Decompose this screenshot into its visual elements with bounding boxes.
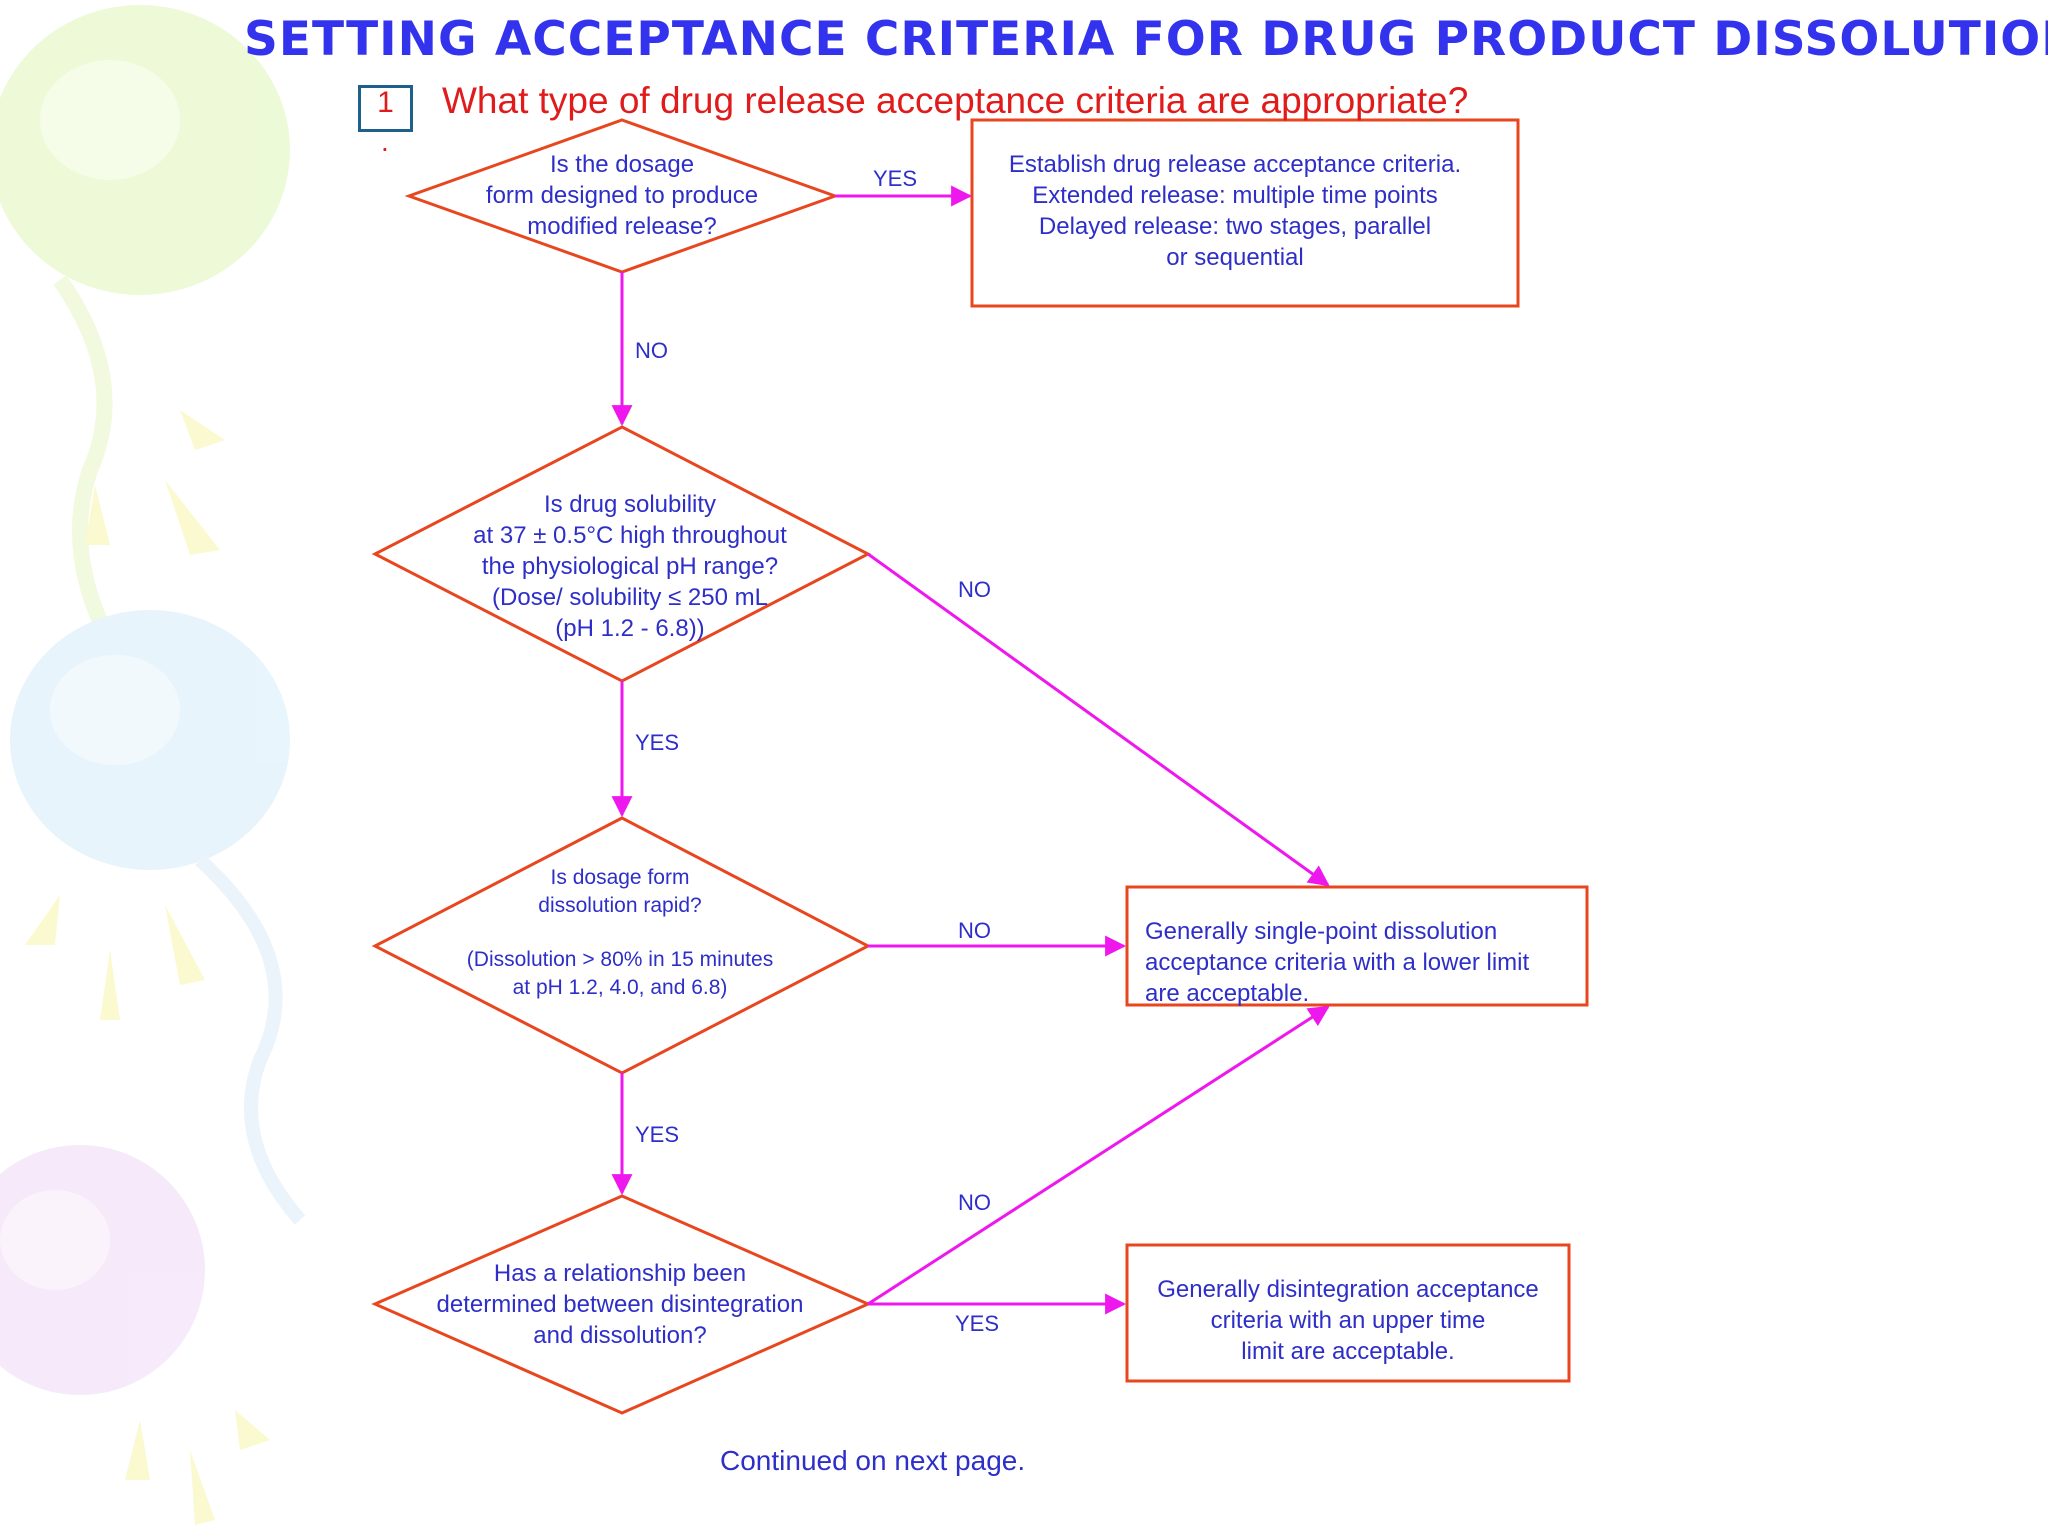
edge-label-q1-yes: YES: [873, 166, 918, 191]
edge-label-q4-no: NO: [958, 1190, 991, 1215]
step-number-dot: .: [381, 126, 389, 157]
edge-label-q1-no: NO: [635, 338, 668, 363]
edge-label-q2-yes: YES: [635, 730, 680, 755]
result-single-point-dissolution-text: Generally single-point dissolution accep…: [1145, 918, 1530, 1007]
decision-dissolution-rapid-criteria-text: (Dissolution > 80% in 15 minutes at pH 1…: [466, 948, 774, 999]
edge-label-q4-yes: YES: [955, 1311, 1000, 1336]
step-number-box: 1: [358, 85, 413, 132]
edge-label-q3-no: NO: [958, 918, 991, 943]
decision-modified-release-text: Is the dosage form designed to produce m…: [485, 151, 759, 240]
edge-label-q3-yes: YES: [635, 1122, 680, 1147]
page-title: SETTING ACCEPTANCE CRITERIA FOR DRUG PRO…: [244, 12, 2048, 67]
footer-note: Continued on next page.: [720, 1445, 1026, 1476]
result-box-disintegration-criteria: [1125, 1243, 1571, 1383]
decision-drug-solubility-text: Is drug solubility at 37 ± 0.5°C high th…: [473, 491, 787, 642]
decision-disintegration-relationship: [371, 1194, 872, 1415]
sparkle-icon: [180, 410, 225, 450]
main-question: What type of drug release acceptance cri…: [442, 80, 1469, 121]
result-drug-release-criteria-text: Establish drug release acceptance criter…: [1008, 151, 1462, 271]
decision-disintegration-relationship-text: Has a relationship been determined betwe…: [436, 1260, 804, 1349]
edge-label-q2-no: NO: [958, 577, 991, 602]
result-box-single-point-dissolution: [1125, 885, 1589, 1007]
result-disintegration-criteria-text: Generally disintegration acceptance crit…: [1157, 1276, 1539, 1365]
arrow-q4-no: [867, 1005, 1330, 1306]
result-box-drug-release-criteria: [970, 118, 1520, 308]
arrow-q2-no: [867, 552, 1330, 887]
decision-dissolution-rapid-text: Is dosage form dissolution rapid?: [538, 866, 702, 917]
